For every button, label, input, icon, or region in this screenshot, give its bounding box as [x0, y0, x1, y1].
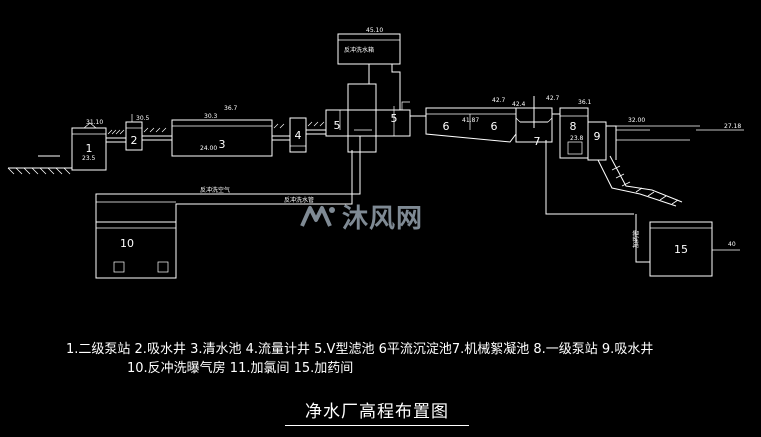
title-underline — [285, 425, 469, 426]
elev-u1: 31.10 — [86, 119, 103, 126]
drug-pipe-label: 加药管 — [632, 230, 640, 248]
elev-u7-b: 42.7 — [546, 95, 560, 102]
elev-tank-top: 45.10 — [366, 27, 383, 34]
unit-6a-label: 6 — [443, 120, 450, 133]
elev-u1-low: 23.5 — [82, 155, 96, 162]
legend-line-1: 1.二级泵站 2.吸水井 3.清水池 4.流量计井 5.V型滤池 6平流沉淀池7… — [66, 342, 654, 357]
backwash-tank-label: 反冲洗水箱 — [344, 46, 374, 54]
backwash-pipes — [95, 136, 361, 222]
legend-line-2: 10.反冲洗曝气房 11.加氯间 15.加药间 — [127, 361, 354, 376]
elev-u3-low: 24.00 — [200, 145, 217, 152]
unit-8-box — [559, 107, 589, 159]
unit-9-box — [587, 121, 607, 161]
elev-u2: 30.5 — [136, 115, 150, 122]
unit-9-label: 9 — [594, 130, 601, 143]
unit-7-label: 7 — [534, 135, 541, 148]
unit-6b-label: 6 — [491, 120, 498, 133]
left-ground — [7, 155, 72, 175]
watermark: 沐风网 — [298, 198, 423, 235]
unit-5-box — [325, 109, 411, 137]
elev-u8-low: 23.8 — [570, 135, 584, 142]
pipe-label-air: 反冲洗空气 — [200, 186, 230, 194]
elev-u15: 40 — [728, 241, 736, 248]
elev-u6-top: 42.7 — [492, 97, 506, 104]
elev-u7-a: 42.4 — [512, 101, 526, 108]
elev-river: 32.00 — [628, 117, 645, 124]
watermark-logo-icon — [300, 205, 335, 227]
elev-u8: 36.1 — [578, 99, 592, 106]
elev-river-right: 27.18 — [724, 123, 741, 130]
elev-u6: 41.87 — [462, 117, 479, 124]
river-bank — [597, 125, 683, 207]
ground-hatch — [107, 121, 325, 135]
unit-10-label: 10 — [120, 237, 134, 250]
unit-6-box — [425, 107, 517, 143]
drug-pipe — [545, 140, 634, 215]
unit-1-box — [71, 127, 107, 171]
unit-8-label: 8 — [570, 120, 577, 133]
elev-mark-a: 36.7 — [224, 105, 238, 112]
pipe-label-water: 反冲洗水管 — [284, 196, 314, 204]
unit-15-label: 15 — [674, 243, 688, 256]
diagram-title: 净水厂高程布置图 — [305, 402, 449, 422]
unit-4-label: 4 — [295, 129, 302, 142]
unit-2-label: 2 — [131, 134, 138, 147]
unit-15-box — [649, 221, 713, 277]
diagram-title-block: 净水厂高程布置图 — [285, 397, 469, 426]
watermark-text: 沐风网 — [342, 204, 424, 234]
elev-u3-top: 30.3 — [204, 113, 218, 120]
river-water — [616, 125, 744, 141]
unit-1-label: 1 — [86, 142, 93, 155]
unit-5b-label: 5 — [391, 112, 398, 125]
unit-10-box — [95, 221, 177, 279]
unit-5a-label: 5 — [334, 119, 341, 132]
unit-3-label: 3 — [219, 138, 226, 151]
unit-4-box — [289, 117, 307, 153]
legend: 1.二级泵站 2.吸水井 3.清水池 4.流量计井 5.V型滤池 6平流沉淀池7… — [60, 340, 760, 378]
